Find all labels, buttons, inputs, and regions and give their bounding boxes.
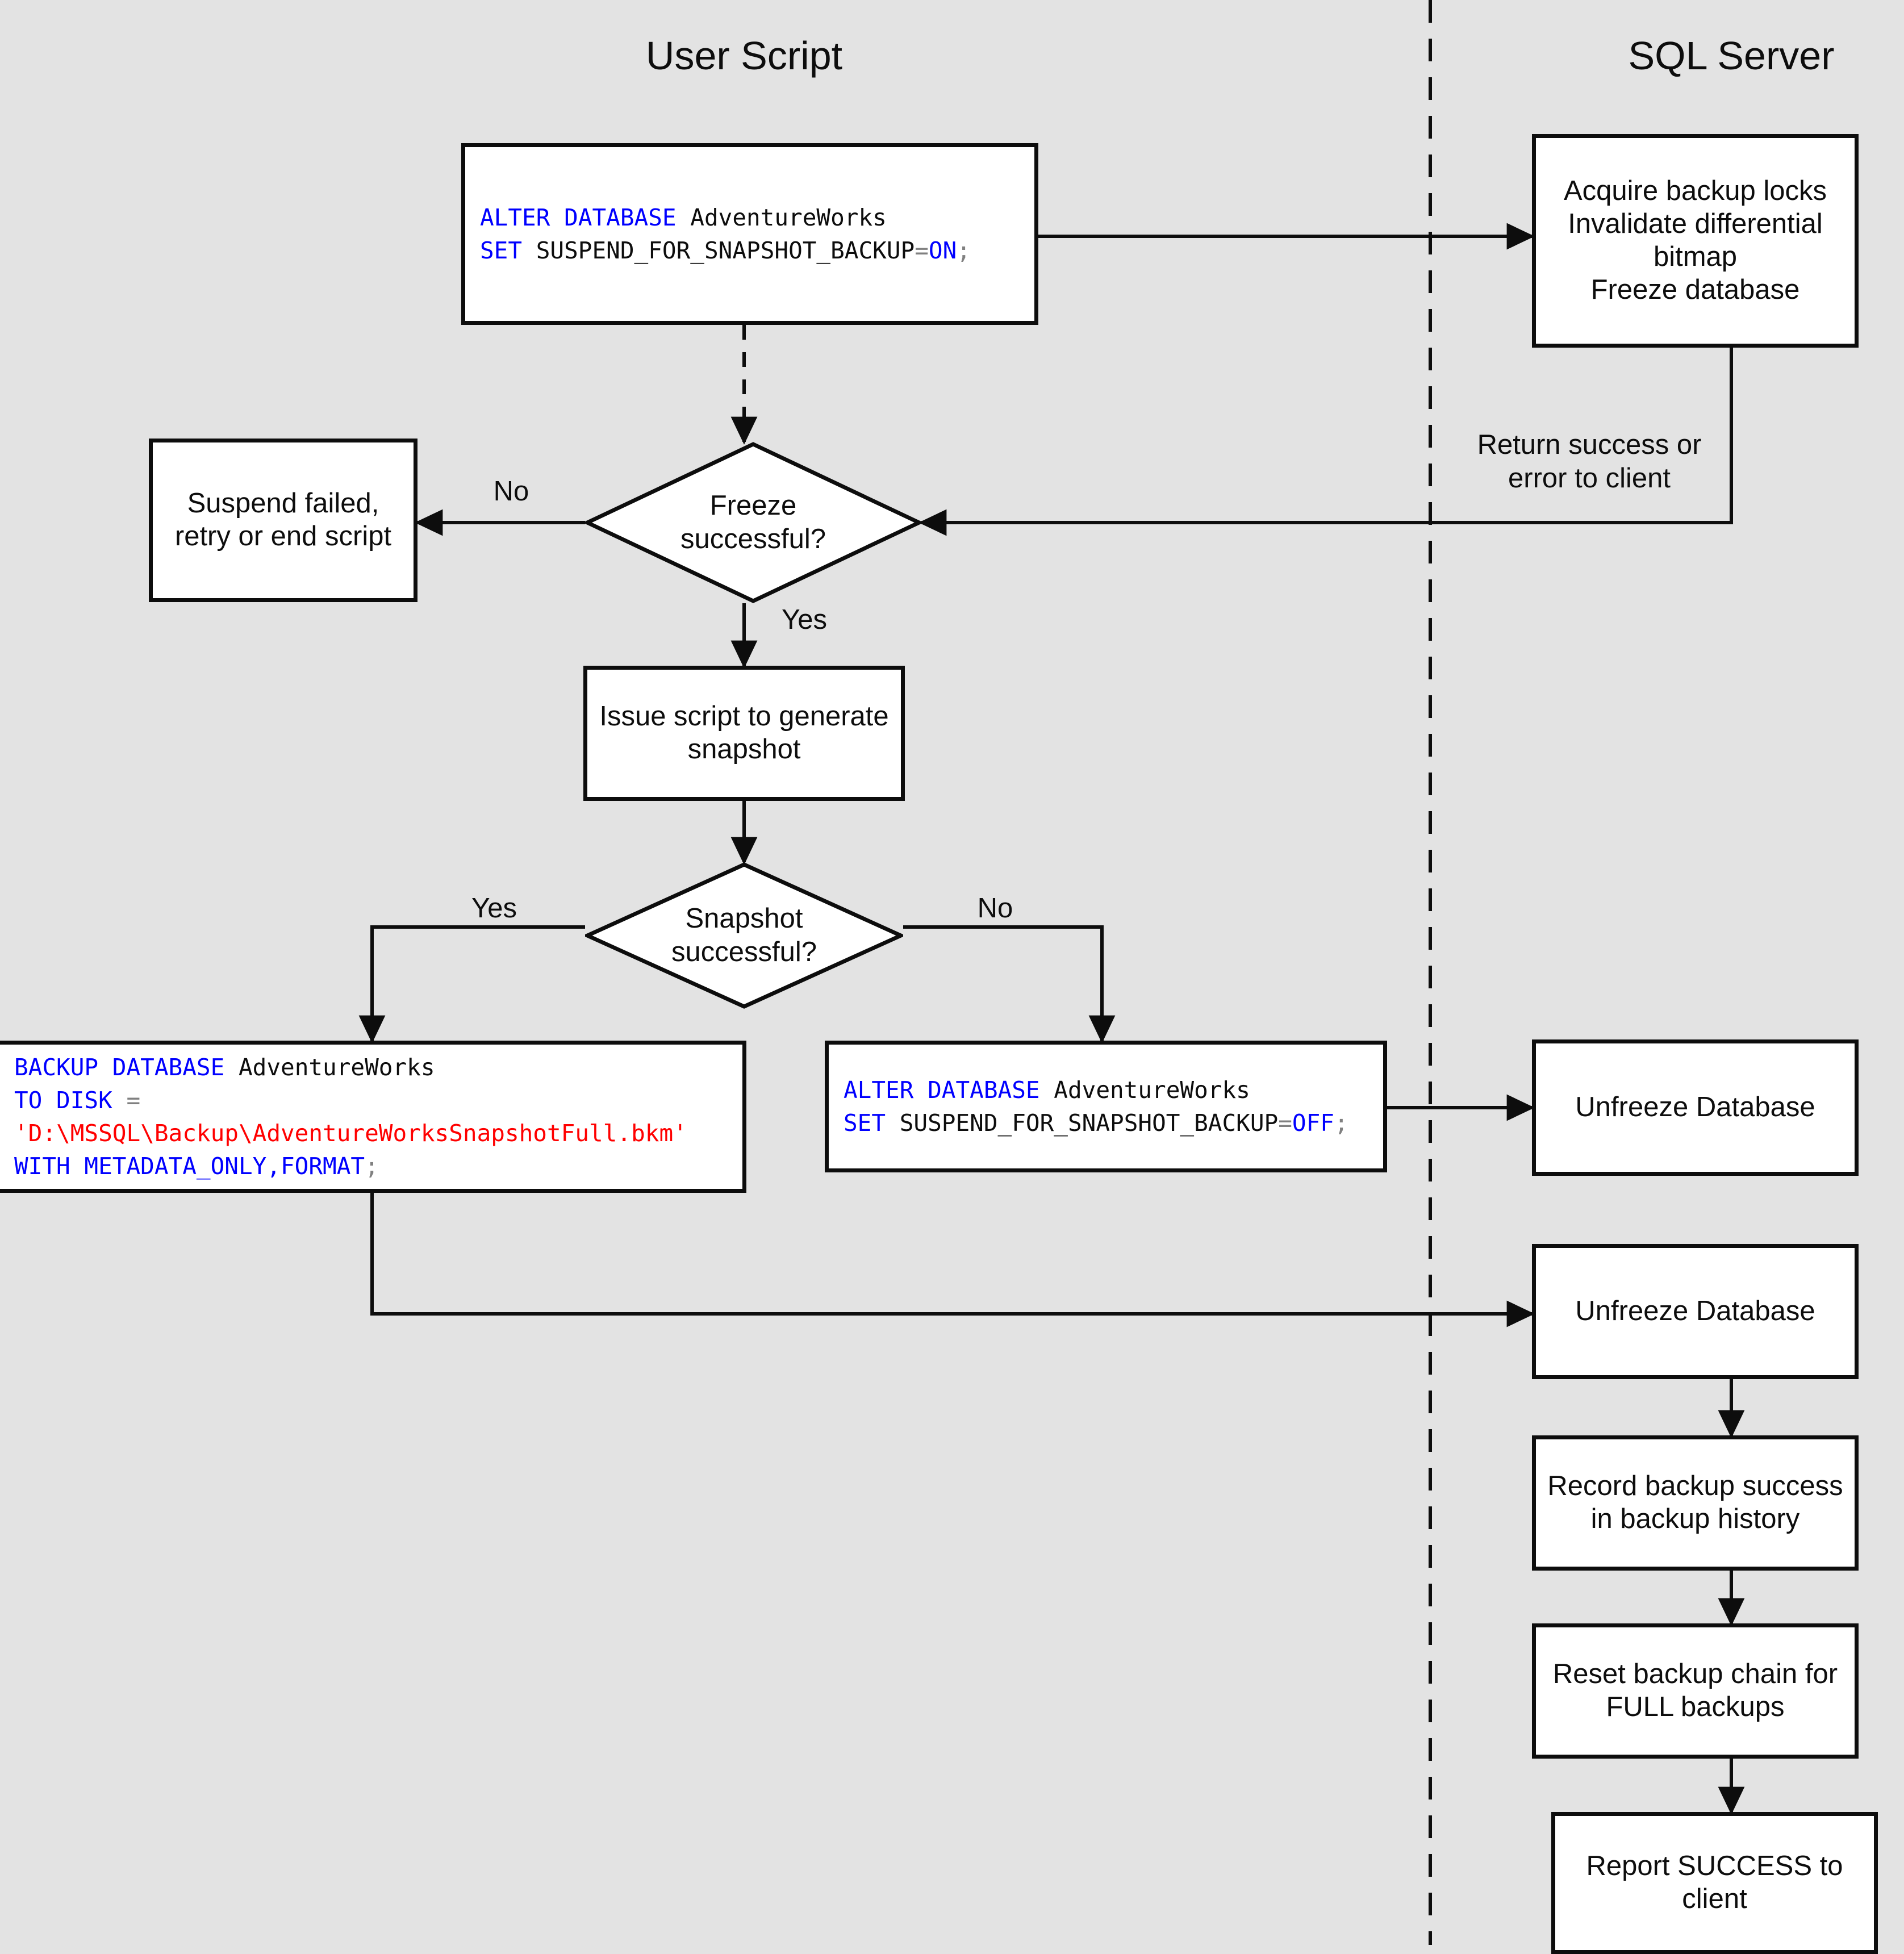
snapshot-diamond-shape [582, 862, 906, 1009]
freeze-diamond-shape [582, 442, 924, 603]
node-record-backup-success-label: Record backup success in backup history [1547, 1471, 1843, 1534]
node-issue-script-label: Issue script to generate snapshot [599, 701, 889, 765]
node-alter-suspend-off[interactable]: ALTER DATABASE AdventureWorks SET SUSPEN… [825, 1041, 1387, 1172]
lane-title-sql-server: SQL Server [1628, 34, 1835, 78]
node-report-success[interactable]: Report SUCCESS to client [1551, 1812, 1878, 1954]
node-suspend-failed-label: Suspend failed, retry or end script [174, 488, 392, 552]
edge-label-freeze-no: No [493, 476, 529, 507]
node-report-success-label: Report SUCCESS to client [1586, 1851, 1843, 1914]
node-snapshot-successful-decision[interactable]: Snapshot successful? [582, 862, 906, 1009]
node-suspend-failed[interactable]: Suspend failed, retry or end script [149, 439, 417, 602]
node-unfreeze-database-lower[interactable]: Unfreeze Database [1532, 1244, 1859, 1379]
node-reset-backup-chain-label: Reset backup chain for FULL backups [1552, 1659, 1838, 1722]
node-alter-suspend-on[interactable]: ALTER DATABASE AdventureWorks SET SUSPEN… [461, 143, 1038, 325]
edge-label-snapshot-no: No [977, 893, 1013, 924]
edge-label-snapshot-yes: Yes [471, 893, 517, 924]
node-unfreeze-database-upper[interactable]: Unfreeze Database [1532, 1039, 1859, 1176]
edge-backup-to-unfreeze-b [370, 1193, 1535, 1327]
node-freeze-successful-decision[interactable]: Freeze successful? [582, 442, 924, 603]
node-reset-backup-chain[interactable]: Reset backup chain for FULL backups [1532, 1623, 1859, 1759]
node-acquire-backup-locks-label: Acquire backup locks Invalidate differen… [1563, 176, 1827, 305]
edge-snapshot-yes [358, 925, 585, 1043]
code-alter-suspend-off: ALTER DATABASE AdventureWorks SET SUSPEN… [844, 1076, 1348, 1137]
node-unfreeze-database-lower-label: Unfreeze Database [1575, 1296, 1815, 1327]
node-backup-database[interactable]: BACKUP DATABASE AdventureWorks TO DISK =… [0, 1041, 746, 1193]
node-acquire-backup-locks[interactable]: Acquire backup locks Invalidate differen… [1532, 134, 1859, 348]
node-freeze-successful-label: Freeze successful? [680, 490, 826, 554]
node-unfreeze-database-upper-label: Unfreeze Database [1575, 1092, 1815, 1123]
edge-label-return-to-client: Return success or error to client [1477, 429, 1702, 494]
node-issue-script[interactable]: Issue script to generate snapshot [583, 666, 905, 801]
edge-acquire-to-freeze [918, 348, 1733, 536]
edge-label-freeze-yes: Yes [782, 604, 827, 635]
edge-snapshot-no [903, 925, 1116, 1043]
code-alter-suspend-on: ALTER DATABASE AdventureWorks SET SUSPEN… [480, 203, 971, 264]
node-snapshot-successful-label: Snapshot successful? [671, 903, 817, 967]
code-backup-database: BACKUP DATABASE AdventureWorks TO DISK =… [14, 1053, 687, 1180]
node-record-backup-success[interactable]: Record backup success in backup history [1532, 1435, 1859, 1571]
lane-title-user-script: User Script [645, 34, 843, 78]
